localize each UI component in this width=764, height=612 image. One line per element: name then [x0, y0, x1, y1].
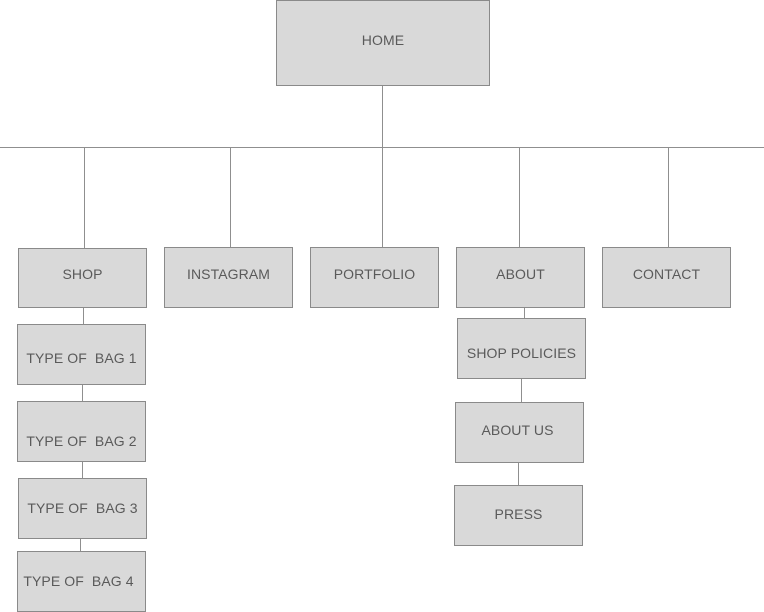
- connector-home-down: [382, 85, 383, 147]
- node-about-label: ABOUT: [496, 266, 545, 282]
- node-shop-policies-label: SHOP POLICIES: [466, 345, 577, 361]
- node-instagram[interactable]: INSTAGRAM: [164, 247, 293, 308]
- node-shop-label: SHOP: [62, 266, 103, 282]
- connector-policies-aboutus: [521, 378, 522, 402]
- connector-shop: [84, 147, 85, 248]
- node-type-of-bag-4[interactable]: TYPE OF BAG 4: [17, 551, 146, 612]
- node-home[interactable]: HOME: [276, 0, 490, 86]
- node-contact-label: CONTACT: [632, 266, 701, 282]
- connector-instagram: [230, 147, 231, 247]
- node-press-label: PRESS: [494, 506, 543, 522]
- node-home-label: HOME: [361, 32, 405, 48]
- node-type-of-bag-2[interactable]: TYPE OF BAG 2: [17, 401, 146, 462]
- connector-about: [519, 147, 520, 247]
- node-shop-policies[interactable]: SHOP POLICIES: [457, 318, 586, 379]
- node-type-of-bag-1[interactable]: TYPE OF BAG 1: [17, 324, 146, 385]
- node-type-of-bag-3-label: TYPE OF BAG 3: [27, 500, 138, 516]
- connector-about-policies: [524, 307, 525, 318]
- node-type-of-bag-1-label: TYPE OF BAG 1: [26, 350, 137, 366]
- node-portfolio[interactable]: PORTFOLIO: [310, 247, 439, 308]
- node-shop[interactable]: SHOP: [18, 248, 147, 308]
- connector-portfolio: [382, 147, 383, 247]
- connector-aboutus-press: [518, 462, 519, 485]
- node-type-of-bag-2-label: TYPE OF BAG 2: [26, 433, 137, 449]
- node-about-us[interactable]: ABOUT US: [455, 402, 584, 463]
- node-instagram-label: INSTAGRAM: [186, 266, 271, 282]
- node-press[interactable]: PRESS: [454, 485, 583, 546]
- connector-bag3-bag4: [80, 538, 81, 551]
- node-about-us-label: ABOUT US: [481, 422, 554, 438]
- node-type-of-bag-4-label: TYPE OF BAG 4: [23, 573, 134, 589]
- connector-contact: [668, 147, 669, 247]
- node-type-of-bag-3[interactable]: TYPE OF BAG 3: [18, 478, 147, 539]
- node-contact[interactable]: CONTACT: [602, 247, 731, 308]
- node-about[interactable]: ABOUT: [456, 247, 585, 308]
- connector-shop-bag1: [83, 308, 84, 324]
- connector-bag1-bag2: [82, 384, 83, 401]
- connector-bag2-bag3: [82, 461, 83, 478]
- node-portfolio-label: PORTFOLIO: [333, 266, 416, 282]
